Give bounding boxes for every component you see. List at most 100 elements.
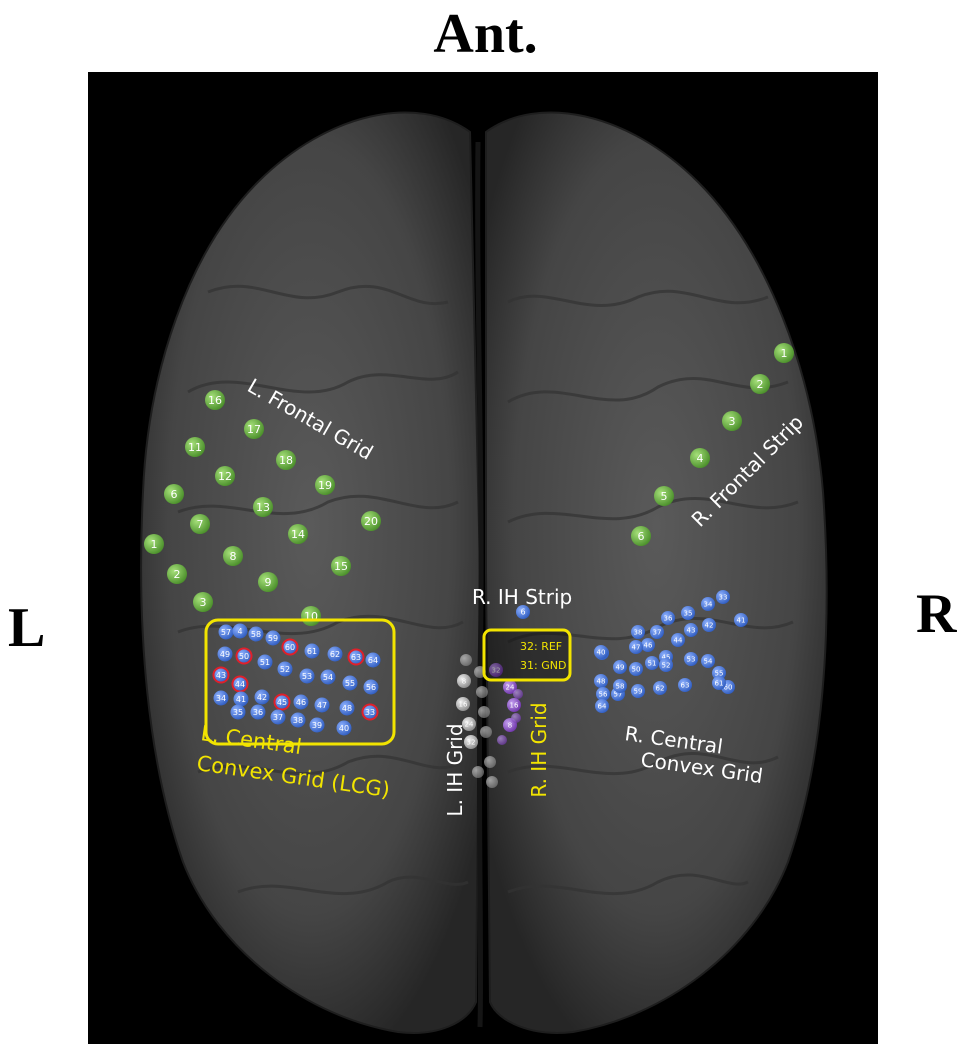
electrode: 37 <box>270 709 286 725</box>
electrode: 38 <box>631 625 645 639</box>
anterior-label: Ant. <box>433 3 538 65</box>
electrode: 6 <box>631 526 651 546</box>
electrode-label: 64 <box>598 703 607 711</box>
electrode-label: 46 <box>296 698 306 707</box>
electrode: 49 <box>217 646 233 662</box>
electrode: 52 <box>277 661 293 677</box>
electrode-label: 14 <box>291 528 305 541</box>
electrode: 14 <box>288 524 308 544</box>
left-hemisphere <box>140 111 482 1034</box>
electrode: 50 <box>235 647 253 665</box>
electrode: 34 <box>213 690 229 706</box>
electrode-label: 40 <box>597 649 606 657</box>
electrode: 63 <box>347 648 365 666</box>
electrode-label: 57 <box>221 628 231 637</box>
electrode-label: 19 <box>318 479 332 492</box>
electrode-label: 5 <box>661 490 668 503</box>
electrode: 33 <box>361 703 379 721</box>
electrode: 6 <box>164 484 184 504</box>
electrode: 7 <box>190 514 210 534</box>
electrode-label: 34 <box>216 694 226 703</box>
electrode: 40 <box>336 720 352 736</box>
right-label: R <box>916 583 957 645</box>
electrode <box>480 726 492 738</box>
electrode: 47 <box>629 640 643 654</box>
electrode-label: 36 <box>664 615 673 623</box>
left-label: L <box>8 597 46 659</box>
electrode-label: 61 <box>307 647 317 656</box>
electrode: 4 <box>232 623 248 639</box>
electrode-label: 18 <box>279 454 293 467</box>
electrode: 36 <box>250 704 266 720</box>
electrode: 56 <box>596 687 610 701</box>
electrode: 59 <box>265 630 281 646</box>
electrode: 36 <box>661 611 675 625</box>
electrode: 62 <box>327 646 343 662</box>
electrode-label: 37 <box>653 629 662 637</box>
electrode: 16 <box>507 698 521 712</box>
electrode: 47 <box>314 697 330 713</box>
r-ih-strip: 6 <box>516 605 530 619</box>
electrode: 39 <box>309 717 325 733</box>
electrode-label: 41 <box>236 695 246 704</box>
electrode: 40 <box>594 645 608 659</box>
electrode: 48 <box>594 674 608 688</box>
electrode-label: 9 <box>265 576 272 589</box>
electrode-label: 41 <box>737 617 746 625</box>
l-ih-grid-label: L. IH Grid <box>443 723 467 816</box>
electrode-label: 16 <box>459 701 468 709</box>
r-ih-grid-label: R. IH Grid <box>527 702 551 797</box>
electrode: 10 <box>301 606 321 626</box>
electrode: 43 <box>212 666 230 684</box>
electrode: 32 <box>464 735 478 749</box>
electrode: 37 <box>650 625 664 639</box>
electrode: 17 <box>244 419 264 439</box>
electrode-label: 16 <box>510 702 519 710</box>
electrode-label: 34 <box>704 601 713 609</box>
electrode-label: 53 <box>302 672 312 681</box>
electrode: 58 <box>248 626 264 642</box>
electrode-label: 44 <box>235 680 245 689</box>
electrode-label: 56 <box>366 683 376 692</box>
electrode-label: 42 <box>257 693 267 702</box>
electrode-label: 17 <box>247 423 261 436</box>
electrode-label: 62 <box>330 650 340 659</box>
electrode-label: 42 <box>705 622 714 630</box>
electrode: 13 <box>253 497 273 517</box>
electrode-label: 58 <box>616 683 625 691</box>
electrode <box>484 756 496 768</box>
electrode: 3 <box>722 411 742 431</box>
electrode: 18 <box>276 450 296 470</box>
electrode: 42 <box>702 618 716 632</box>
electrode: 54 <box>701 654 715 668</box>
electrode-label: 45 <box>662 654 671 662</box>
electrode-label: 6 <box>171 488 178 501</box>
electrode: 51 <box>257 654 273 670</box>
electrode: 4 <box>690 448 710 468</box>
r-central-convex-grid: 3433353637383940414243444546474849505152… <box>594 590 748 713</box>
electrode: 33 <box>716 590 730 604</box>
electrode: 6 <box>516 605 530 619</box>
electrode-label: 43 <box>687 627 696 635</box>
ref-gnd-box <box>482 628 572 682</box>
electrode-label: 2 <box>174 568 181 581</box>
electrode: 55 <box>342 675 358 691</box>
electrode: 62 <box>653 681 667 695</box>
electrode: 59 <box>631 684 645 698</box>
electrode: 35 <box>230 704 246 720</box>
electrode: 8 <box>457 674 471 688</box>
electrode: 24 <box>503 680 517 694</box>
electrode: 16 <box>456 697 470 711</box>
electrode-label: 8 <box>462 678 466 686</box>
electrode-label: 2 <box>757 378 764 391</box>
electrode-label: 63 <box>351 653 361 662</box>
electrode-label: 44 <box>674 637 683 645</box>
electrode: 56 <box>363 679 379 695</box>
electrode-label: 59 <box>268 634 278 643</box>
electrode: 50 <box>629 662 643 676</box>
electrode: 55 <box>712 666 726 680</box>
electrode <box>476 686 488 698</box>
right-hemisphere <box>485 111 828 1034</box>
